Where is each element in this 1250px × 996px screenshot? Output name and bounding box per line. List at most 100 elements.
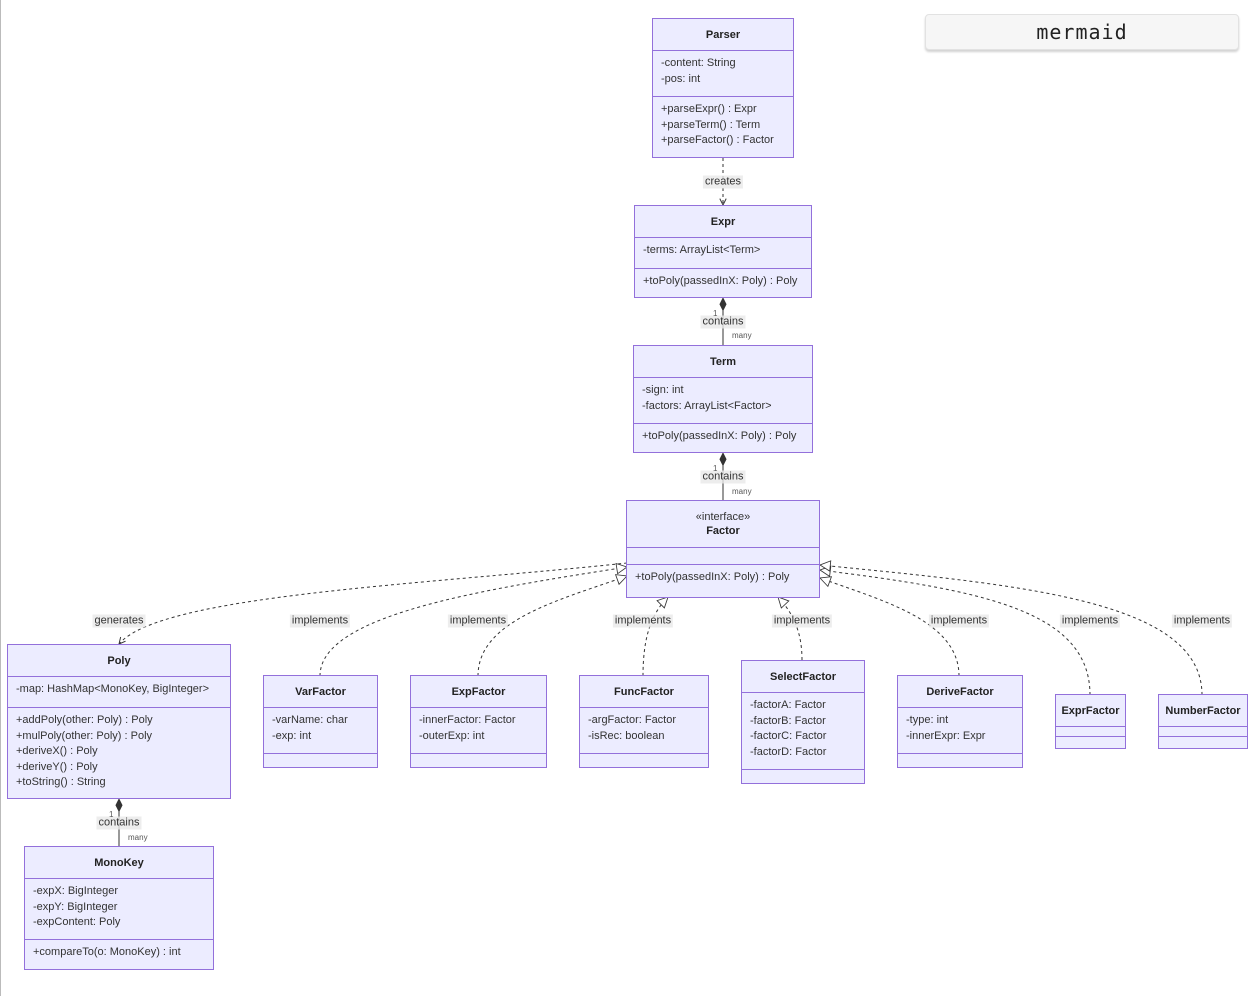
class-poly[interactable]: Poly -map: HashMap<MonoKey, BigInteger> … [7, 644, 231, 799]
edge-funcfactor-implements-factor [642, 597, 668, 677]
attribute: -content: String [661, 57, 736, 69]
class-header: «interface» Factor [627, 501, 819, 548]
class-methods: +toPoly(passedInX: Poly) : Poly [635, 269, 811, 295]
method: +mulPoly(other: Poly) : Poly [16, 729, 153, 742]
class-attributes [1056, 727, 1125, 737]
multiplicity-many: many [128, 833, 148, 842]
class-selectfactor[interactable]: SelectFactor -factorA: Factor -factorB: … [741, 660, 865, 784]
edge-label-implements: implements [928, 614, 990, 628]
attribute: -pos: int [661, 72, 701, 85]
class-funcfactor[interactable]: FuncFactor -argFactor: Factor -isRec: bo… [579, 675, 709, 768]
class-header: ExpFactor [411, 676, 546, 708]
edge-selectfactor-implements-factor [778, 597, 803, 661]
class-attributes: -content: String -pos: int [653, 51, 793, 97]
class-varfactor[interactable]: VarFactor -varName: char -exp: int [263, 675, 378, 768]
class-header: NumberFactor [1159, 695, 1247, 727]
method: +parseExpr() : Expr [661, 103, 757, 115]
edge-derivefactor-implements-factor [820, 578, 960, 677]
class-header: DeriveFactor [898, 676, 1022, 708]
attribute: -sign: int [642, 384, 684, 396]
class-name: Poly [107, 654, 131, 667]
attribute: -expX: BigInteger [33, 885, 118, 897]
multiplicity-many: many [732, 487, 752, 496]
class-methods [898, 754, 1022, 764]
class-methods: +compareTo(o: MonoKey) : int [25, 940, 213, 966]
class-attributes: -factorA: Factor -factorB: Factor -facto… [742, 693, 864, 770]
class-header: VarFactor [264, 676, 377, 708]
edge-label-contains: contains [700, 470, 746, 484]
edge-label-implements: implements [771, 614, 833, 628]
attribute: -terms: ArrayList<Term> [643, 244, 761, 256]
attribute: -outerExp: int [419, 729, 485, 742]
class-attributes: -map: HashMap<MonoKey, BigInteger> [8, 677, 230, 708]
attribute: -factorC: Factor [750, 730, 827, 742]
class-methods [264, 754, 377, 764]
method: +parseTerm() : Term [661, 118, 761, 131]
edge-label-contains: contains [700, 315, 746, 329]
attribute: -isRec: boolean [588, 729, 665, 742]
class-methods [411, 754, 546, 764]
class-name: ExprFactor [1061, 704, 1120, 717]
class-name: DeriveFactor [926, 685, 994, 698]
edge-label-contains: contains [96, 816, 142, 830]
edge-varfactor-implements-factor [319, 567, 627, 677]
attribute: -factorD: Factor [750, 745, 827, 758]
edge-label-implements: implements [612, 614, 674, 628]
class-attributes: -terms: ArrayList<Term> [635, 238, 811, 269]
attribute: -factors: ArrayList<Factor> [642, 399, 772, 412]
class-expr[interactable]: Expr -terms: ArrayList<Term> +toPoly(pas… [634, 205, 812, 298]
class-name: Expr [710, 215, 736, 228]
class-derivefactor[interactable]: DeriveFactor -type: int -innerExpr: Expr [897, 675, 1023, 768]
class-attributes: -innerFactor: Factor -outerExp: int [411, 708, 546, 754]
edge-label-implements: implements [447, 614, 509, 628]
attribute: -exp: int [272, 729, 312, 742]
method: +toPoly(passedInX: Poly) : Poly [635, 571, 790, 583]
class-exprfactor[interactable]: ExprFactor [1055, 694, 1126, 749]
class-monokey[interactable]: MonoKey -expX: BigInteger -expY: BigInte… [24, 846, 214, 970]
attribute: -expContent: Poly [33, 916, 121, 928]
canvas-left-border [0, 0, 1, 996]
attribute: -map: HashMap<MonoKey, BigInteger> [16, 683, 210, 695]
edge-label-implements: implements [1059, 614, 1121, 628]
method: +addPoly(other: Poly) : Poly [16, 714, 153, 726]
attribute: -factorB: Factor [750, 714, 826, 727]
method: +toString() : String [16, 776, 106, 788]
class-name: MonoKey [94, 856, 144, 869]
attribute: -innerExpr: Expr [906, 729, 986, 742]
class-expfactor[interactable]: ExpFactor -innerFactor: Factor -outerExp… [410, 675, 547, 768]
edge-label-generates: generates [92, 614, 146, 628]
attribute: -innerFactor: Factor [419, 714, 516, 726]
class-attributes [1159, 727, 1247, 737]
class-term[interactable]: Term -sign: int -factors: ArrayList<Fact… [633, 345, 813, 453]
class-header: SelectFactor [742, 661, 864, 693]
class-name: VarFactor [295, 685, 346, 698]
edge-label-creates: creates [702, 175, 744, 189]
class-attributes: -varName: char -exp: int [264, 708, 377, 754]
method: +parseFactor() : Factor [661, 134, 774, 146]
method: +compareTo(o: MonoKey) : int [33, 946, 181, 958]
class-header: Expr [635, 206, 811, 238]
diagram-title: mermaid [925, 14, 1239, 50]
class-parser[interactable]: Parser -content: String -pos: int +parse… [652, 18, 794, 158]
class-name: Factor [706, 525, 740, 537]
class-header: Term [634, 346, 812, 378]
class-factor[interactable]: «interface» Factor +toPoly(passedInX: Po… [626, 500, 820, 598]
attribute: -type: int [906, 714, 949, 726]
attribute: -argFactor: Factor [588, 714, 677, 726]
class-attributes [627, 548, 819, 565]
method: +toPoly(passedInX: Poly) : Poly [643, 275, 798, 287]
class-methods: +toPoly(passedInX: Poly) : Poly [634, 424, 812, 450]
class-numberfactor[interactable]: NumberFactor [1158, 694, 1248, 749]
multiplicity-one: 1 [713, 309, 718, 318]
method: +toPoly(passedInX: Poly) : Poly [642, 430, 797, 442]
class-methods: +toPoly(passedInX: Poly) : Poly [627, 565, 819, 591]
edge-numberfactor-implements-factor [820, 565, 1203, 696]
class-methods [580, 754, 708, 764]
attribute: -expY: BigInteger [33, 900, 118, 913]
attribute: -varName: char [272, 714, 348, 726]
class-attributes: -argFactor: Factor -isRec: boolean [580, 708, 708, 754]
class-methods: +parseExpr() : Expr +parseTerm() : Term … [653, 97, 793, 154]
class-name: ExpFactor [451, 685, 506, 698]
class-header: Poly [8, 645, 230, 677]
method: +deriveY() : Poly [16, 760, 98, 773]
